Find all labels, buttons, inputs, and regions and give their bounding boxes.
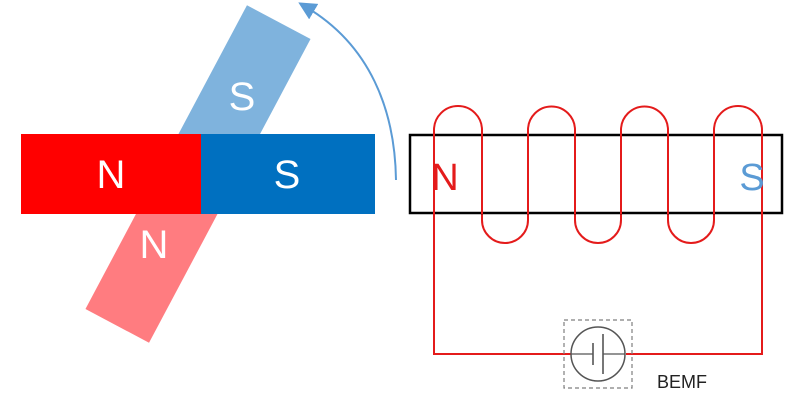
coil-front <box>433 105 763 355</box>
rotor-north-label: N <box>140 223 169 267</box>
rotor-south-label: S <box>229 75 256 119</box>
magnet-south-label: S <box>274 153 301 197</box>
magnet-south-pole <box>201 134 375 214</box>
cell-in-circle-icon <box>570 326 626 382</box>
core-south-label: S <box>739 157 764 199</box>
magnet-north-pole <box>21 134 201 214</box>
permanent-magnet: N S <box>21 134 375 214</box>
coil-back <box>481 214 715 244</box>
source-outline <box>563 319 633 389</box>
emf-source <box>563 319 633 389</box>
core-north-label: N <box>431 157 458 199</box>
rotation-arrow-icon <box>298 2 397 181</box>
emf-source-label: BEMF <box>657 372 707 392</box>
magnet-north-label: N <box>97 153 126 197</box>
electromagnet-core <box>408 133 784 215</box>
